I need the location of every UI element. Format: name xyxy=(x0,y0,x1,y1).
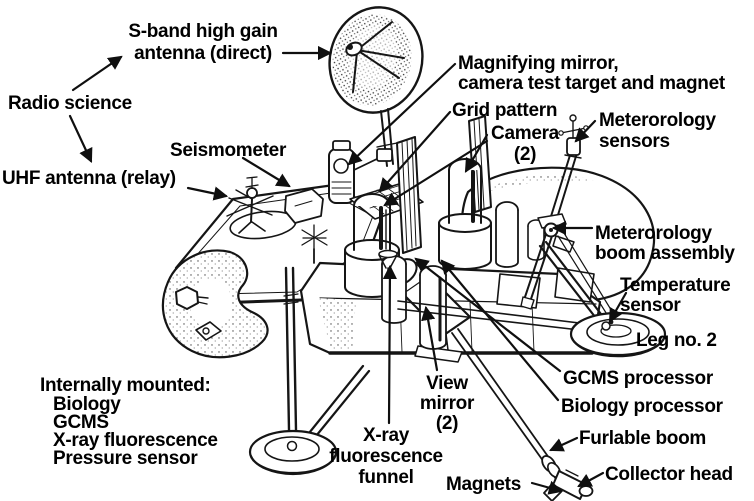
rtg-wind-cover xyxy=(161,249,269,359)
label-seismometer: Seismometer xyxy=(170,140,287,161)
leader-arrows xyxy=(68,45,628,495)
label-internal-item-xray: X-ray fluorescence xyxy=(53,430,218,451)
uhf-antenna xyxy=(226,176,274,234)
seismometer-box xyxy=(284,188,324,224)
label-s-band-antenna: S-band high gain antenna (direct) xyxy=(128,21,278,64)
deck-antenna-star xyxy=(301,224,328,264)
label-gcms-processor: GCMS processor xyxy=(563,368,713,389)
label-meteorology-sensors: Meterorology sensors xyxy=(599,110,716,152)
label-view-mirror: View mirror (2) xyxy=(419,373,475,434)
label-radio-science: Radio science xyxy=(8,93,132,114)
label-biology-processor: Biology processor xyxy=(561,396,723,417)
label-internally-mounted-heading: Internally mounted: xyxy=(40,375,211,396)
label-magnifying-mirror: Magnifying mirror, camera test target an… xyxy=(458,53,725,94)
label-grid-pattern: Grid pattern xyxy=(452,100,558,121)
label-uhf-antenna: UHF antenna (relay) xyxy=(2,168,176,189)
label-collector-head: Collector head xyxy=(605,464,733,485)
leg-2 xyxy=(397,232,667,358)
label-internal-item-pressure: Pressure sensor xyxy=(53,448,198,469)
label-temperature-sensor: Temperature sensor xyxy=(620,275,731,316)
label-xray-funnel: X-ray fluorescence funnel xyxy=(329,425,443,488)
label-internal-item-biology: Biology xyxy=(53,394,121,415)
label-furlable-boom: Furlable boom xyxy=(579,428,706,449)
label-magnets: Magnets xyxy=(446,474,521,495)
meteorology-boom xyxy=(520,114,589,310)
leg-left xyxy=(248,266,371,476)
low-gain-antenna-knob xyxy=(175,286,209,310)
s-band-dish xyxy=(328,6,424,167)
label-camera: Camera (2) xyxy=(491,123,559,165)
label-meteorology-boom: Meterorology boom assembly xyxy=(595,223,735,264)
label-internal-item-gcms: GCMS xyxy=(53,412,109,433)
label-leg-no-2: Leg no. 2 xyxy=(636,330,717,351)
camera-right xyxy=(438,158,492,270)
